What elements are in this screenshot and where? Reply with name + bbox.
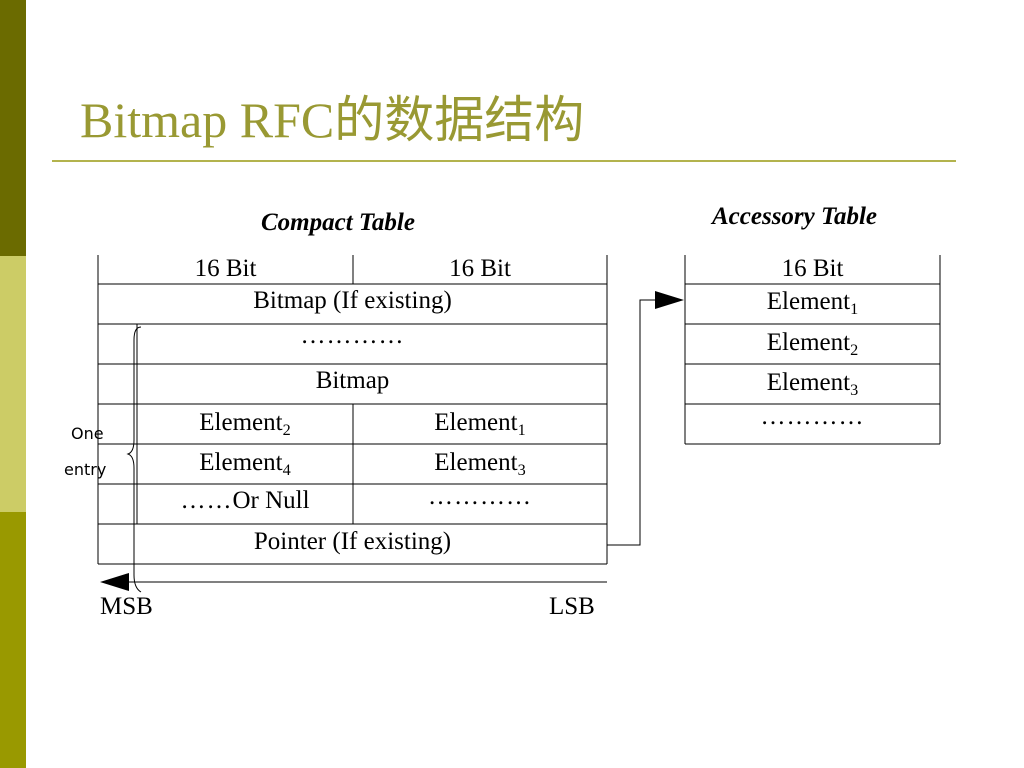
msb-label: MSB (100, 593, 153, 620)
compact-or-null: ……Or Null (180, 487, 310, 514)
accessory-element1: Element1 (766, 288, 859, 318)
accent-bar-bottom (0, 512, 26, 768)
one-entry-brace (126, 326, 142, 593)
pointer-arrowhead (655, 291, 684, 309)
accent-bar-top (0, 0, 26, 256)
lsb-label: LSB (549, 593, 595, 620)
compact-row-dots-right: ………… (428, 483, 532, 510)
compact-element4: Element4 (199, 449, 291, 479)
pointer-connector (607, 299, 660, 546)
title-underline (52, 160, 956, 162)
compact-element1: Element1 (434, 409, 526, 439)
compact-table-heading: Compact Table (261, 209, 415, 236)
slide-title: Bitmap RFC的数据结构 (80, 92, 585, 148)
compact-header-right: 16 Bit (449, 255, 511, 282)
accessory-table-heading: Accessory Table (712, 203, 878, 230)
one-entry-label-line1: One (71, 424, 104, 443)
compact-row-bitmap-if-existing: Bitmap (If existing) (253, 287, 452, 314)
accent-bar-middle (0, 256, 26, 512)
compact-row-pointer: Pointer (If existing) (253, 528, 452, 555)
compact-row-dots: ………… (300, 322, 405, 349)
compact-header-left: 16 Bit (194, 255, 257, 282)
accessory-dots: ………… (760, 403, 865, 430)
msb-arrowhead (100, 573, 129, 591)
accessory-element2: Element2 (766, 329, 859, 359)
one-entry-label-line2: entry (64, 460, 107, 479)
compact-element3: Element3 (434, 449, 526, 479)
accessory-element3: Element3 (766, 369, 859, 399)
compact-row-bitmap: Bitmap (315, 367, 390, 394)
accessory-header: 16 Bit (781, 255, 844, 282)
compact-element2: Element2 (199, 409, 291, 439)
